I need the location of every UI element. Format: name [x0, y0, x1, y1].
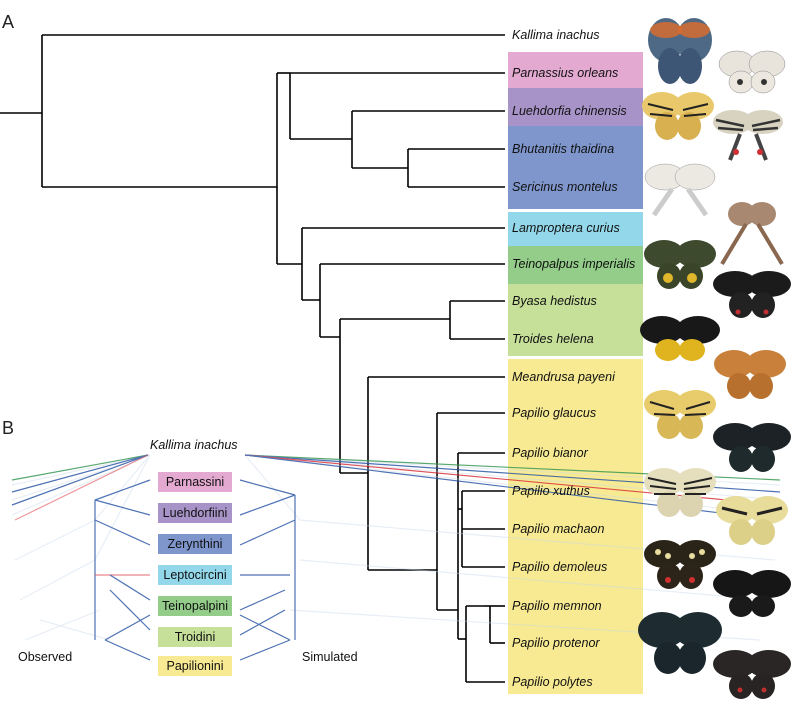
species-label: Luehdorfia chinensis	[512, 104, 627, 118]
papilio-demoleus	[644, 540, 716, 589]
meandrusa-orange-butterfly	[714, 350, 786, 399]
tribe-box-troidini: Troidini	[158, 627, 232, 647]
sericinus-white-butterfly	[644, 163, 716, 217]
tribe-box-papilionini: Papilionini	[158, 656, 232, 676]
band-zerynthini	[508, 126, 643, 209]
lamproptera-dragontail	[720, 202, 784, 266]
band-leptocircini	[508, 212, 643, 246]
species-label: Papilio glaucus	[512, 406, 597, 420]
panel-b-top-label: Kallima inachus	[150, 438, 238, 452]
band-parnassini	[508, 52, 643, 88]
species-label: Papilio machaon	[512, 522, 605, 536]
bhutanitis-striped-butterfly	[713, 110, 783, 161]
troides-birdwing	[640, 316, 720, 361]
species-label: Teinopalpus imperialis	[512, 257, 636, 271]
species-label: Parnassius orleans	[512, 66, 619, 80]
papilio-memnon	[638, 612, 722, 674]
species-label: Sericinus montelus	[512, 180, 618, 194]
papilio-polytes	[713, 650, 791, 699]
species-label: Troides helena	[512, 332, 594, 346]
papilio-machaon	[716, 496, 788, 545]
parnassius-white-butterfly	[718, 50, 786, 94]
species-label: Papilio memnon	[512, 599, 602, 613]
species-label: Byasa hedistus	[512, 294, 597, 308]
band-teinopalpini	[508, 246, 643, 284]
species-label: Papilio protenor	[512, 636, 600, 650]
byasa-black-butterfly	[713, 271, 791, 318]
papilio-bianor	[713, 423, 791, 472]
butterfly-images	[638, 18, 791, 699]
species-label: Papilio bianor	[512, 446, 588, 460]
papilio-glaucus	[644, 390, 716, 439]
papilio-memnon-black	[713, 570, 791, 617]
band-luehdorfiini	[508, 88, 643, 126]
papilio-xuthus	[644, 468, 716, 517]
species-label: Meandrusa payeni	[512, 370, 615, 384]
panel-a-label: A	[2, 12, 15, 32]
panel-b-label: B	[2, 418, 15, 438]
luehdorfia-tiger-butterfly	[642, 92, 714, 140]
simulated-label: Simulated	[302, 650, 358, 664]
tribe-box-luehdorfiini: Luehdorfiini	[158, 503, 232, 523]
species-label-outgroup: Kallima inachus	[512, 28, 600, 42]
band-papilionini	[508, 359, 643, 694]
species-label: Lamproptera curius	[512, 221, 620, 235]
species-label: Bhutanitis thaidina	[512, 142, 615, 156]
tribe-box-leptocircini: Leptocircini	[158, 565, 232, 585]
observed-label: Observed	[18, 650, 73, 664]
teinopalpus-green-butterfly	[644, 240, 716, 289]
species-label: Papilio xuthus	[512, 484, 590, 498]
kallima-leaf-butterfly	[648, 18, 712, 84]
band-troidini	[508, 284, 643, 356]
tribe-box-zerynthini: Zerynthini	[158, 534, 232, 554]
tribe-box-teinopalpini: Teinopalpini	[158, 596, 232, 616]
species-label: Papilio demoleus	[512, 560, 608, 574]
tribe-box-parnassini: Parnassini	[158, 472, 232, 492]
phylogeny-tree	[0, 34, 505, 683]
species-label: Papilio polytes	[512, 675, 593, 689]
